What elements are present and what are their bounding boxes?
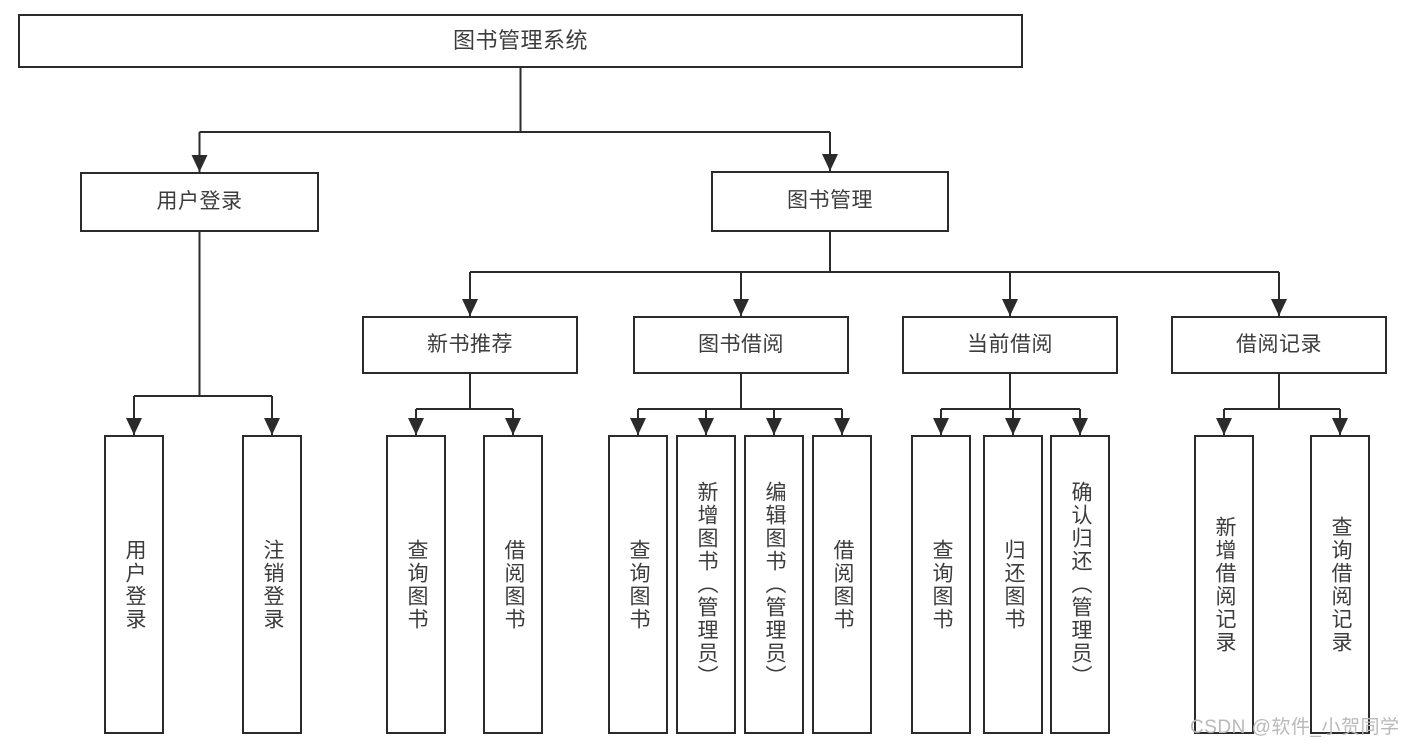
arrowhead-leaf-logout bbox=[264, 418, 280, 435]
node-leaf-borrow-book-a: 借阅图书 bbox=[483, 435, 543, 734]
node-leaf-query-book-a: 查询图书 bbox=[386, 435, 446, 734]
arrowhead-user-login bbox=[191, 155, 208, 172]
node-label-leaf-edit-book: 编辑图书（管理员） bbox=[763, 481, 787, 688]
node-label-current-borrow: 当前借阅 bbox=[967, 332, 1053, 356]
arrowhead-leaf-query-book-c bbox=[933, 418, 949, 435]
node-leaf-edit-book: 编辑图书（管理员） bbox=[744, 435, 804, 734]
node-label-leaf-query-book-b: 查询图书 bbox=[627, 538, 651, 631]
node-label-leaf-add-book: 新增图书（管理员） bbox=[695, 481, 719, 688]
node-leaf-borrow-book-b: 借阅图书 bbox=[812, 435, 872, 734]
node-leaf-query-book-c: 查询图书 bbox=[911, 435, 971, 734]
arrowhead-leaf-borrow-book-b bbox=[834, 418, 850, 435]
node-label-user-login: 用户登录 bbox=[156, 189, 243, 213]
node-label-leaf-add-record: 新增借阅记录 bbox=[1213, 515, 1237, 654]
node-leaf-query-book-b: 查询图书 bbox=[608, 435, 668, 734]
node-label-leaf-query-book-a: 查询图书 bbox=[405, 538, 429, 631]
arrowhead-leaf-confirm-return bbox=[1072, 418, 1088, 435]
node-label-new-book-rec: 新书推荐 bbox=[427, 332, 513, 356]
node-book-manage: 图书管理 bbox=[711, 171, 949, 232]
node-label-book-manage: 图书管理 bbox=[787, 189, 873, 213]
arrowhead-book-borrow bbox=[733, 299, 749, 316]
node-leaf-user-login: 用户登录 bbox=[104, 435, 164, 734]
node-leaf-query-record: 查询借阅记录 bbox=[1310, 435, 1370, 734]
arrowhead-leaf-add-record bbox=[1216, 418, 1232, 435]
node-book-borrow: 图书借阅 bbox=[633, 316, 849, 374]
node-label-root: 图书管理系统 bbox=[452, 28, 588, 54]
node-label-leaf-logout: 注销登录 bbox=[261, 538, 285, 631]
node-user-login: 用户登录 bbox=[80, 172, 319, 232]
node-label-book-borrow: 图书借阅 bbox=[698, 332, 784, 356]
arrowhead-leaf-borrow-book-a bbox=[505, 418, 521, 435]
node-label-leaf-borrow-book-b: 借阅图书 bbox=[831, 538, 855, 631]
arrowhead-leaf-add-book bbox=[698, 418, 714, 435]
node-label-leaf-query-book-c: 查询图书 bbox=[930, 538, 954, 631]
arrowhead-current-borrow bbox=[1002, 299, 1018, 316]
arrowhead-borrow-record bbox=[1271, 299, 1287, 316]
node-leaf-add-book: 新增图书（管理员） bbox=[676, 435, 736, 734]
arrowhead-book-manage bbox=[822, 154, 838, 171]
arrowhead-leaf-edit-book bbox=[766, 418, 782, 435]
node-leaf-return-book: 归还图书 bbox=[983, 435, 1043, 734]
node-root: 图书管理系统 bbox=[18, 14, 1023, 68]
node-current-borrow: 当前借阅 bbox=[902, 316, 1118, 374]
node-label-leaf-return-book: 归还图书 bbox=[1002, 538, 1026, 631]
node-label-leaf-confirm-return: 确认归还（管理员） bbox=[1069, 481, 1093, 688]
arrowhead-leaf-query-book-a bbox=[408, 418, 424, 435]
arrowhead-leaf-query-record bbox=[1332, 418, 1348, 435]
node-label-leaf-user-login: 用户登录 bbox=[123, 538, 147, 631]
node-borrow-record: 借阅记录 bbox=[1171, 316, 1387, 374]
arrowhead-leaf-return-book bbox=[1005, 418, 1021, 435]
arrowhead-new-book-rec bbox=[462, 299, 478, 316]
node-leaf-add-record: 新增借阅记录 bbox=[1194, 435, 1254, 734]
node-leaf-logout: 注销登录 bbox=[242, 435, 302, 734]
node-label-leaf-query-record: 查询借阅记录 bbox=[1329, 515, 1353, 654]
node-label-leaf-borrow-book-a: 借阅图书 bbox=[502, 538, 526, 631]
arrowhead-leaf-query-book-b bbox=[630, 418, 646, 435]
node-leaf-confirm-return: 确认归还（管理员） bbox=[1050, 435, 1110, 734]
node-new-book-rec: 新书推荐 bbox=[362, 316, 578, 374]
arrowhead-leaf-user-login bbox=[126, 418, 142, 435]
node-label-borrow-record: 借阅记录 bbox=[1236, 332, 1322, 356]
